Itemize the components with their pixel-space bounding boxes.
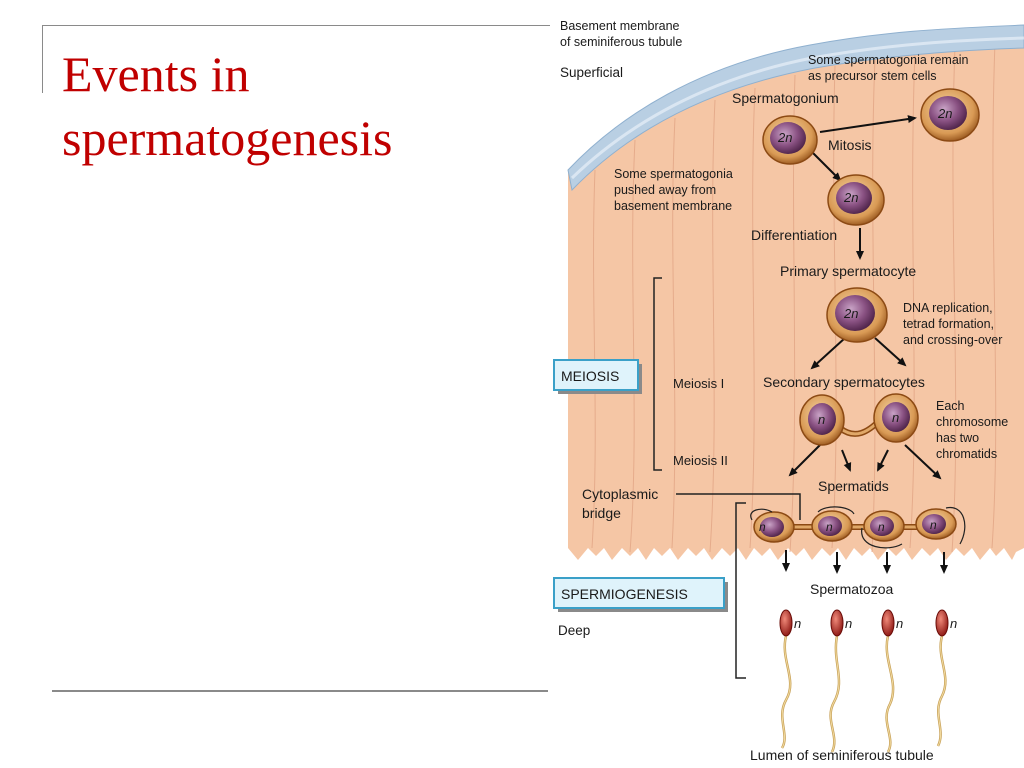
secondary-spermatocytes-label: Secondary spermatocytes: [763, 374, 925, 390]
ploidy-label: 2n: [843, 306, 858, 321]
spermiogenesis-box-label: SPERMIOGENESIS: [561, 586, 688, 602]
differentiation-label: Differentiation: [751, 227, 837, 243]
slide-frame-top: [42, 25, 550, 26]
ploidy-label: n: [896, 616, 903, 631]
process-arrows: [782, 115, 948, 574]
ploidy-label: n: [759, 520, 766, 534]
deep-label: Deep: [558, 623, 590, 638]
slide-title: Events in spermatogenesis: [62, 42, 532, 170]
spermatogonium-label: Spermatogonium: [732, 90, 839, 106]
meiosis-label-box: MEIOSIS: [553, 359, 642, 394]
slide-frame-bottom: [52, 690, 548, 692]
meiosis-ii-label: Meiosis II: [673, 453, 728, 468]
ploidy-label: n: [930, 518, 937, 532]
stem-cells-label-2: as precursor stem cells: [808, 69, 937, 83]
chromatids-label-3: has two: [936, 431, 979, 445]
ploidy-label: n: [845, 616, 852, 631]
ploidy-label: n: [950, 616, 957, 631]
mitosis-label: Mitosis: [828, 137, 872, 153]
spermatozoa-cells: n n n n: [779, 609, 957, 753]
ploidy-label: n: [826, 520, 833, 534]
spermatid: n: [861, 510, 905, 549]
meiosis-box-label: MEIOSIS: [561, 368, 619, 384]
spermatogonium-cell: 2n: [762, 115, 818, 165]
pushed-spermatogonium-cell: 2n: [827, 174, 885, 226]
stem-cell: 2n: [920, 88, 980, 142]
ploidy-label: n: [892, 410, 899, 425]
ploidy-label: 2n: [937, 106, 952, 121]
title-line-2: spermatogenesis: [62, 110, 393, 166]
spermatid: n: [811, 506, 855, 542]
slide-frame-left: [42, 25, 43, 93]
ploidy-label: n: [878, 520, 885, 534]
chromatids-label-1: Each: [936, 399, 965, 413]
ploidy-label: 2n: [843, 190, 858, 205]
spermatozoon: n: [829, 609, 852, 753]
pushed-away-label-1: Some spermatogonia: [614, 167, 733, 181]
basement-membrane: [567, 24, 1024, 192]
spermatozoon: n: [881, 609, 903, 753]
ploidy-label: n: [818, 412, 825, 427]
title-line-1: Events in: [62, 46, 250, 102]
chromatids-label-2: chromosome: [936, 415, 1008, 429]
primary-spermatocyte-label: Primary spermatocyte: [780, 263, 916, 279]
ploidy-label: n: [794, 616, 801, 631]
cytoplasmic-bridge-label-2: bridge: [582, 505, 621, 521]
spermatid: n: [915, 507, 966, 545]
meiosis-bracket: [653, 277, 662, 471]
lumen-label: Lumen of seminiferous tubule: [750, 747, 934, 763]
spermatozoa-label: Spermatozoa: [810, 581, 893, 597]
spermiogenesis-bracket: [735, 502, 746, 679]
spermiogenesis-label-box: SPERMIOGENESIS: [553, 577, 728, 612]
pushed-away-label-3: basement membrane: [614, 199, 732, 213]
secondary-spermatocyte-cells: n n: [799, 393, 919, 446]
spermatozoon: n: [935, 609, 957, 747]
pushed-away-label-2: pushed away from: [614, 183, 716, 197]
stem-cells-label-1: Some spermatogonia remain: [808, 53, 969, 67]
spermatid-cells: n n n n: [750, 506, 966, 549]
spermatogenesis-diagram: Basement membrane of seminiferous tubule…: [553, 19, 1024, 763]
superficial-label: Superficial: [560, 65, 623, 80]
cytoplasmic-bridge-label-1: Cytoplasmic: [582, 486, 658, 502]
spermatids-label: Spermatids: [818, 478, 889, 494]
basement-label-1: Basement membrane: [560, 19, 680, 33]
chromatids-label-4: chromatids: [936, 447, 997, 461]
ploidy-label: 2n: [777, 130, 792, 145]
meiosis-i-label: Meiosis I: [673, 376, 724, 391]
dna-replication-label-3: and crossing-over: [903, 333, 1002, 347]
spermatid: n: [750, 508, 795, 543]
cytoplasmic-bridge-pointer: [676, 493, 801, 520]
primary-spermatocyte-cell: 2n: [826, 287, 888, 343]
dna-replication-label-1: DNA replication,: [903, 301, 993, 315]
dna-replication-label-2: tetrad formation,: [903, 317, 994, 331]
spermatozoon: n: [779, 609, 801, 749]
basement-label-2: of seminiferous tubule: [560, 35, 682, 49]
